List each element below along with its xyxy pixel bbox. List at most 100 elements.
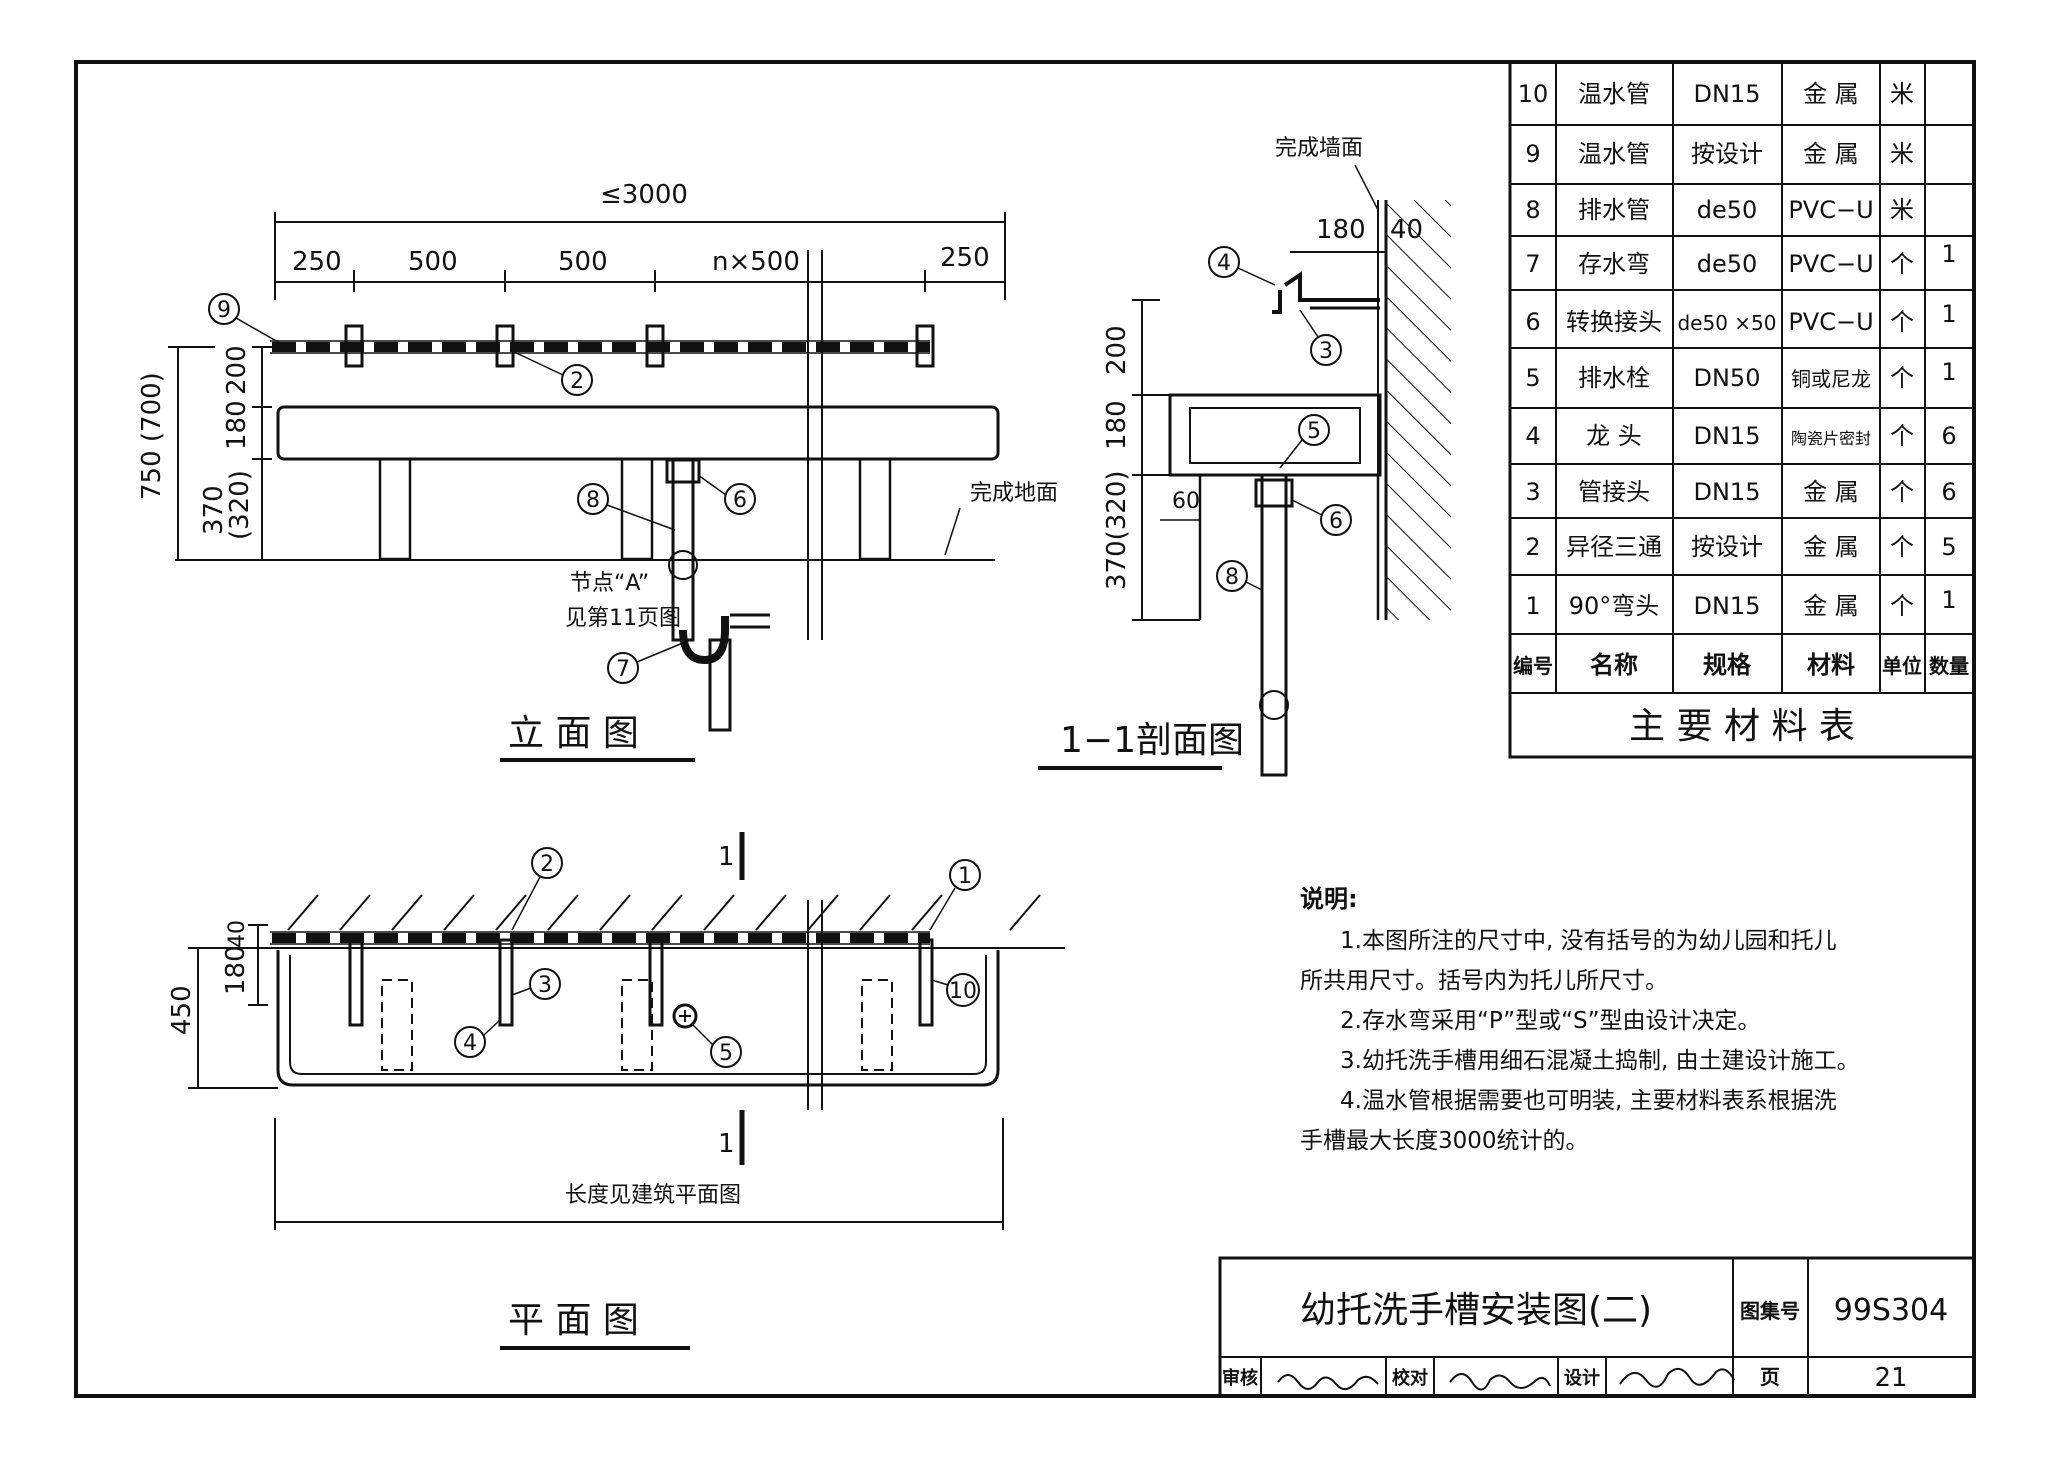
svg-text:5: 5	[1941, 533, 1956, 561]
sec-dim-60: 60	[1172, 489, 1200, 514]
svg-text:DN15: DN15	[1694, 422, 1761, 450]
svg-text:1: 1	[958, 864, 972, 889]
callout-8: 8	[577, 483, 676, 531]
note-line: 4.温水管根据需要也可明装, 主要材料表系根据洗	[1340, 1088, 1837, 1114]
svg-text:异径三通: 异径三通	[1566, 533, 1662, 561]
atlas-number: 99S304	[1834, 1293, 1948, 1328]
plan-view: 1 1 40 180 450 长度见建筑平面图 2 1 3	[167, 832, 1065, 1350]
svg-text:10: 10	[1518, 80, 1549, 108]
svg-text:6: 6	[733, 488, 747, 513]
table-row: 9 温水管 按设计 金 属 米	[1525, 140, 1914, 168]
svg-text:PVC−U: PVC−U	[1788, 196, 1873, 224]
svg-text:单位: 单位	[1882, 654, 1922, 678]
svg-text:管接头: 管接头	[1578, 478, 1650, 506]
design-label: 设计	[1564, 1367, 1600, 1389]
svg-text:温水管: 温水管	[1578, 140, 1650, 168]
svg-text:2: 2	[570, 369, 584, 394]
review-label: 审核	[1222, 1367, 1258, 1389]
svg-text:陶瓷片密封: 陶瓷片密封	[1791, 429, 1871, 448]
callout-9: 9	[208, 293, 286, 347]
note-line: 1.本图所注的尺寸中, 没有括号的为幼儿园和托儿	[1340, 928, 1837, 954]
sec-callout-4: 4	[1208, 246, 1276, 286]
svg-text:PVC−U: PVC−U	[1788, 308, 1873, 336]
callout-2: 2	[509, 349, 593, 396]
svg-text:1: 1	[1941, 240, 1956, 268]
wall-hatch	[1386, 200, 1451, 620]
floor-label: 完成地面	[970, 481, 1058, 506]
sec-callout-6: 6	[1291, 499, 1352, 536]
drain-outlet	[672, 1003, 698, 1029]
vdim-750: 750 (700)	[137, 372, 167, 500]
svg-text:90°弯头: 90°弯头	[1569, 592, 1660, 620]
svg-text:温水管: 温水管	[1578, 80, 1650, 108]
svg-text:金 属: 金 属	[1803, 533, 1859, 561]
sec-vdim-370: 370(320)	[1102, 470, 1132, 590]
svg-text:8: 8	[1525, 196, 1540, 224]
node-a-ref: 见第11页图	[565, 606, 681, 631]
svg-text:de50 ×50: de50 ×50	[1677, 311, 1776, 335]
dim-500-a: 500	[408, 247, 458, 277]
svg-text:7: 7	[616, 657, 630, 682]
svg-text:1: 1	[1941, 300, 1956, 328]
svg-text:1: 1	[1941, 358, 1956, 386]
plan-vdim-40: 40	[225, 920, 250, 948]
table-header-row: 编号 名称 规格 材料 单位 数量	[1513, 651, 1969, 679]
plan-callout-3: 3	[511, 968, 561, 1000]
svg-text:5: 5	[1307, 419, 1321, 444]
svg-text:DN15: DN15	[1694, 478, 1761, 506]
svg-text:DN15: DN15	[1694, 80, 1761, 108]
svg-text:1: 1	[1525, 592, 1540, 620]
materials-caption: 主 要 材 料 表	[1629, 706, 1855, 747]
svg-text:个: 个	[1890, 478, 1914, 506]
plan-callout-2: 2	[511, 847, 563, 931]
svg-text:排水栓: 排水栓	[1578, 364, 1650, 392]
vdim-200: 200	[222, 345, 252, 395]
trough-plan	[276, 950, 1000, 1087]
signature-checker	[1449, 1373, 1551, 1391]
table-row: 10 温水管 DN15 金 属 米	[1518, 80, 1914, 108]
dim-250-right: 250	[940, 243, 990, 273]
svg-text:数量: 数量	[1929, 654, 1969, 678]
wall-label: 完成墙面	[1275, 136, 1363, 161]
signature-reviewer	[1277, 1374, 1379, 1391]
svg-text:个: 个	[1890, 533, 1914, 561]
note-line: 2.存水弯采用“P”型或“S”型由设计决定。	[1340, 1008, 1761, 1034]
notes-heading: 说明:	[1300, 885, 1358, 913]
svg-text:1: 1	[1941, 586, 1956, 614]
dim-180-h: 180	[1316, 215, 1366, 245]
svg-text:6: 6	[1329, 509, 1343, 534]
elevation-view: ≤3000 250 500 500 n×500 250 完成地面	[137, 180, 1058, 762]
svg-text:材料: 材料	[1807, 651, 1855, 679]
svg-text:8: 8	[586, 488, 600, 513]
svg-text:4: 4	[1525, 422, 1540, 450]
svg-text:名称: 名称	[1590, 651, 1638, 679]
section-view: 完成墙面 180 40 200 180 370(320) 60 4	[1038, 136, 1451, 777]
svg-text:个: 个	[1890, 308, 1914, 336]
tee-fittings	[344, 324, 935, 368]
svg-text:个: 个	[1890, 422, 1914, 450]
plan-callout-1: 1	[929, 859, 981, 931]
svg-text:金 属: 金 属	[1803, 80, 1859, 108]
plan-wall-hatch	[287, 894, 1041, 931]
dim-n500: n×500	[712, 247, 800, 277]
svg-text:DN15: DN15	[1694, 592, 1761, 620]
plan-callout-10: 10	[931, 973, 980, 1007]
atlas-label: 图集号	[1740, 1299, 1800, 1323]
svg-text:2: 2	[1525, 533, 1540, 561]
trough-elevation	[276, 405, 1000, 461]
dim-500-b: 500	[558, 247, 608, 277]
svg-text:4: 4	[1217, 251, 1231, 276]
svg-text:铜或尼龙: 铜或尼龙	[1791, 367, 1871, 391]
sec-callout-3: 3	[1299, 309, 1342, 366]
note-line: 所共用尺寸。括号内为托儿所尺寸。	[1300, 968, 1668, 994]
plan-length-label: 长度见建筑平面图	[565, 1183, 741, 1208]
callout-6: 6	[697, 474, 756, 515]
table-row: 2 异径三通 按设计 金 属 个 5	[1525, 533, 1956, 561]
elevation-title: 立 面 图	[508, 713, 639, 754]
dim-40-h: 40	[1390, 215, 1423, 245]
sec-vdim-200: 200	[1102, 325, 1132, 375]
svg-text:10: 10	[949, 979, 977, 1004]
signature-designer	[1619, 1367, 1735, 1388]
materials-table: 10 温水管 DN15 金 属 米 9 温水管 按设计 金 属 米 8 排水管 …	[1508, 60, 1976, 759]
svg-text:编号: 编号	[1513, 654, 1553, 678]
